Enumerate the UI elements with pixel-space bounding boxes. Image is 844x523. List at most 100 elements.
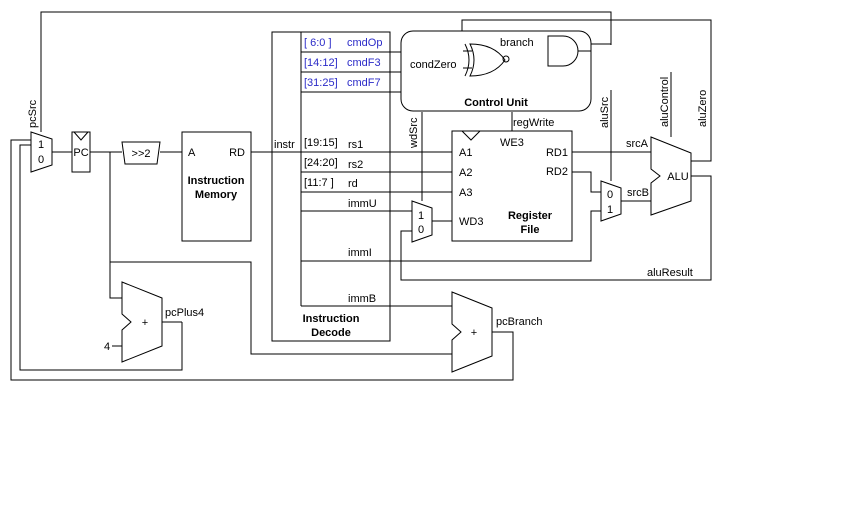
pc-mux-in0: 0 [38,154,44,166]
write-data-mux: wdSrc 1 0 [408,117,433,243]
field-31-25: [31:25] [304,77,338,89]
immu-label: immU [348,198,377,210]
imem-box [181,131,252,242]
xnor-inputs [463,50,472,69]
regfile-title-1: Register [508,210,553,222]
wire-pcsrc [40,11,612,132]
alu-shape [650,136,692,216]
adderb-shape [451,291,493,373]
field-24-20: [24:20] [304,157,338,169]
adderb-plus: + [471,327,477,339]
regfile-clock-mark [461,130,481,141]
rd1-label: RD1 [546,147,568,159]
wd-mux-in1: 1 [418,210,424,222]
imem-title-1: Instruction [188,175,245,187]
xnor-input-arc [464,43,470,77]
shift-label: >>2 [132,148,151,160]
pc-label: PC [73,147,88,159]
instruction-decode: instr Instruction Decode [ 6:0 ] [14:12]… [271,31,391,342]
immi-label: immI [348,247,372,259]
cmdf7-label: cmdF7 [347,77,381,89]
wd-mux-shape [411,200,433,243]
rs2-label: rs2 [348,159,363,171]
wd-mux-in0: 0 [418,224,424,236]
srcb-label: srcB [627,187,649,199]
shift-block: >>2 [121,141,161,165]
register-file: regWrite A1 A2 A3 WD3 WE3 RD1 RD2 Regist… [451,117,573,242]
adder4-plus: + [142,317,148,329]
a1-label: A1 [459,147,472,159]
we3-label: WE3 [500,137,524,149]
wd3-label: WD3 [459,216,483,228]
pc-branch-adder: + pcBranch [451,291,542,373]
aluzero-label: aluZero [697,90,709,127]
and-gate-icon [547,35,579,67]
field-19-15: [19:15] [304,137,338,149]
decode-title-1: Instruction [303,313,360,325]
pcbranch-label: pcBranch [496,316,542,328]
wire-cmd [301,51,401,93]
pcsrc-label: pcSrc [27,99,39,128]
wire-aluresult [400,175,712,281]
adder4-shape [121,281,163,363]
four-label: 4 [104,341,110,353]
immb-label: immB [348,293,376,305]
alu-mux-in1: 1 [607,204,613,216]
instruction-memory: A RD Instruction Memory [181,131,252,242]
rd2-label: RD2 [546,166,568,178]
rd-label: rd [348,178,358,190]
wire-pc-to-adders [109,152,122,299]
pc-source-mux: pcSrc 1 0 [27,99,53,173]
control-unit-title: Control Unit [464,97,528,109]
alu-mux-shape [600,180,622,222]
xnor-gate-icon [469,43,506,77]
imem-a: A [188,147,196,159]
wire-immi [301,210,601,262]
wdsrc-label: wdSrc [408,117,420,149]
regfile-title-2: File [521,224,540,236]
wire-rd2 [572,171,601,193]
wire-pc-to-branch [110,261,452,355]
branch-label: branch [500,37,534,49]
alu-source-mux: aluSrc 0 1 [599,96,622,222]
pc-mux-in1: 1 [38,139,44,151]
wire-pcbranch-back [10,139,514,381]
regfile-box [451,130,573,242]
alucontrol-label: aluControl [659,77,671,127]
pc-mux-shape [30,131,53,173]
rs1-label: rs1 [348,139,363,151]
alu-mux-in0: 0 [607,189,613,201]
regwrite-label: regWrite [513,117,554,129]
imem-rd: RD [229,147,245,159]
instr-label: instr [274,139,295,151]
srca-label: srcA [626,138,649,150]
field-6-0: [ 6:0 ] [304,37,332,49]
condzero-label: condZero [410,59,456,71]
decode-box [271,31,391,342]
aluresult-label: aluResult [647,267,693,279]
control-unit-box [400,30,592,112]
wires [10,11,712,381]
control-unit: Control Unit condZero branch [400,30,611,112]
shift-shape [121,141,161,165]
field-14-12: [14:12] [304,57,338,69]
wire-pcplus4-back [19,144,183,371]
a3-label: A3 [459,187,472,199]
alu: ALU srcA srcB aluControl aluZero aluResu… [626,77,709,279]
alu-label: ALU [667,171,688,183]
xnor-bubble [502,55,510,63]
imem-title-2: Memory [195,189,238,201]
alusrc-label: aluSrc [599,96,611,128]
pcplus4-label: pcPlus4 [165,307,204,319]
cmdf3-label: cmdF3 [347,57,381,69]
a2-label: A2 [459,167,472,179]
field-11-7: [11:7 ] [304,177,334,189]
and-out [578,43,611,52]
pc-register: PC [71,131,91,173]
wire-aluzero [461,19,712,162]
pc-plus4-adder: + pcPlus4 4 [104,281,204,363]
pc-box [71,131,91,173]
decode-title-2: Decode [311,327,351,339]
